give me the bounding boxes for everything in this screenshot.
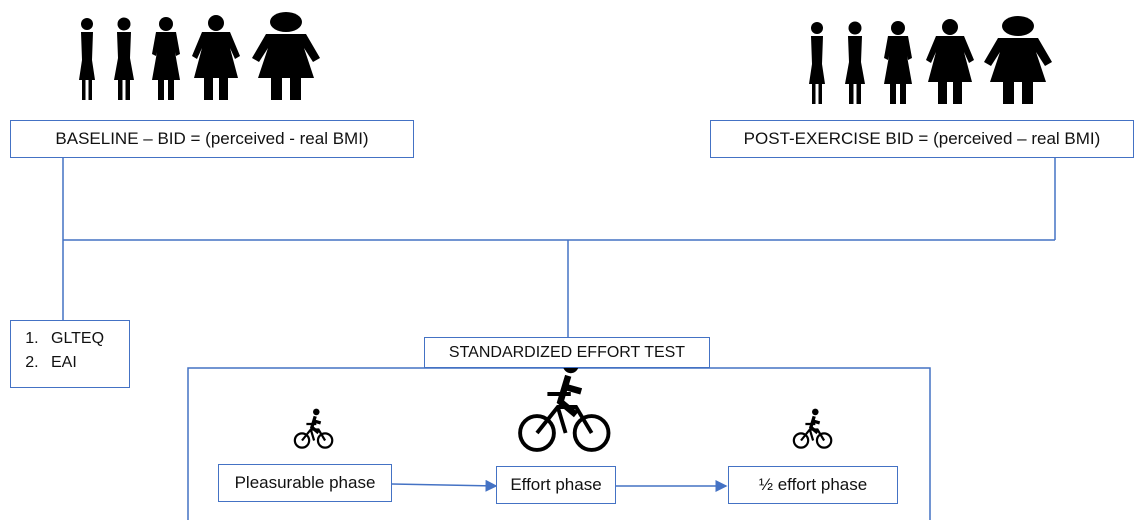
baseline-silhouettes-icon — [79, 12, 320, 100]
arrow-pleasurable-to-effort — [391, 479, 498, 492]
list-item: GLTEQ — [43, 327, 119, 351]
baseline-label: BASELINE – BID = (perceived - real BMI) — [55, 129, 369, 148]
post-exercise-label: POST-EXERCISE BID = (perceived – real BM… — [743, 129, 1101, 148]
female-silhouette-s — [845, 21, 865, 104]
female-silhouette-xs — [809, 22, 825, 104]
effort-test-title-box: STANDARDIZED EFFORT TEST — [424, 337, 710, 368]
female-silhouette-xl — [252, 12, 320, 100]
female-silhouette-s — [114, 17, 134, 100]
cyclist-icon-small-left — [293, 408, 334, 449]
phase-label: Pleasurable phase — [234, 473, 376, 492]
female-silhouette-xl — [984, 16, 1052, 104]
effort-test-title: STANDARDIZED EFFORT TEST — [448, 343, 686, 361]
baseline-box: BASELINE – BID = (perceived - real BMI) — [10, 120, 414, 158]
cyclist-icon-small-right — [792, 408, 833, 449]
phase-label: Effort phase — [510, 475, 602, 494]
questionnaire-list: GLTEQ EAI — [10, 320, 130, 388]
female-silhouette-l — [926, 19, 974, 104]
effort-test-container — [187, 367, 931, 520]
female-silhouette-xs — [79, 18, 95, 100]
phase-box-pleasurable: Pleasurable phase — [218, 464, 392, 502]
phase-box-half-effort: ½ effort phase — [728, 466, 898, 504]
post-exercise-silhouettes-icon — [809, 16, 1052, 104]
female-silhouette-m — [152, 17, 180, 100]
post-exercise-box: POST-EXERCISE BID = (perceived – real BM… — [710, 120, 1134, 158]
phase-box-effort: Effort phase — [496, 466, 616, 504]
list-item: EAI — [43, 351, 119, 375]
cyclist-icon-large — [518, 357, 611, 452]
phase-label: ½ effort phase — [758, 475, 868, 494]
female-silhouette-m — [884, 21, 912, 104]
female-silhouette-l — [192, 15, 240, 100]
